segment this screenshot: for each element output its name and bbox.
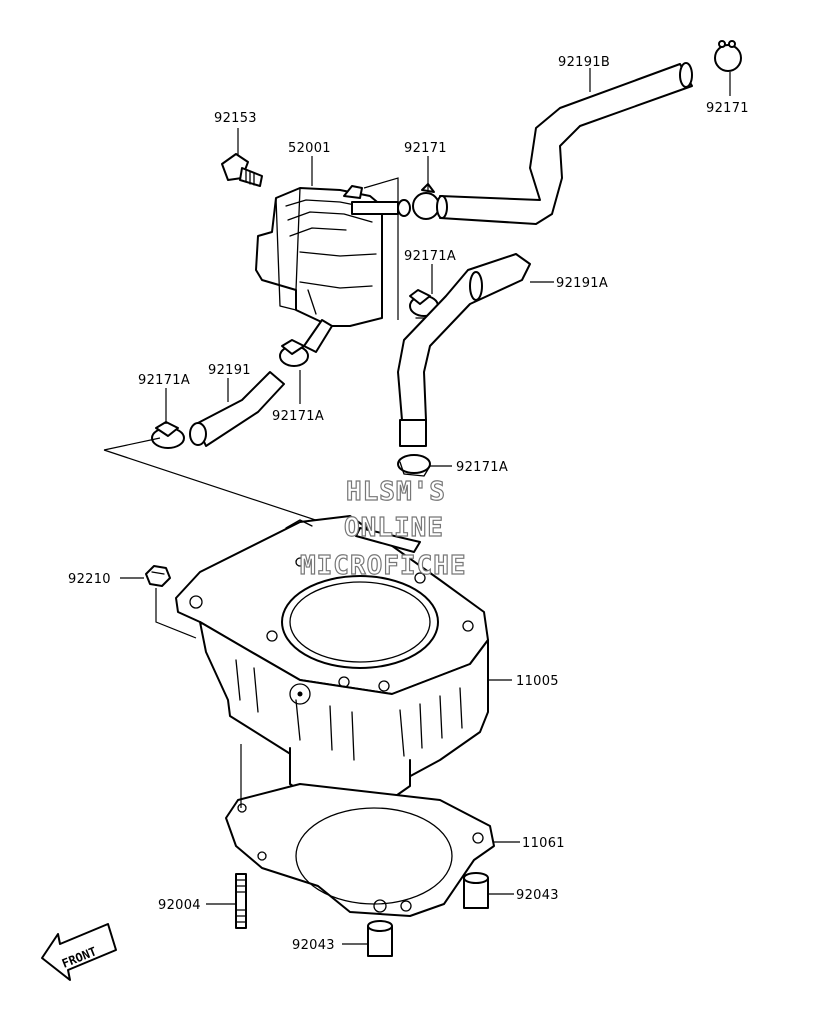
label-92191A[interactable]: 92191A [556,276,608,291]
tank-bracket-line [363,177,399,320]
front-direction-badge: FRONT [41,923,117,981]
watermark: HLSM'S ONLINE MICROFICHE [299,476,467,581]
label-92191[interactable]: 92191 [208,363,251,378]
label-92171A-left[interactable]: 92171A [138,373,190,388]
leader-lines [120,68,731,945]
cylinder-block[interactable] [175,515,489,807]
label-92043-right[interactable]: 92043 [516,888,559,903]
clamp-92171A-center[interactable] [279,339,309,367]
nut-leader [155,588,197,639]
label-92153[interactable]: 92153 [214,111,257,126]
label-92171-mid[interactable]: 92171 [404,141,447,156]
dowel-92043-right[interactable] [463,872,489,909]
label-92210[interactable]: 92210 [68,572,111,587]
hose-92191B[interactable] [436,62,693,225]
stud-92004[interactable] [235,873,247,929]
watermark-line-3: MICROFICHE [300,551,467,581]
clamp-92171-top[interactable] [714,40,742,72]
watermark-line-2: ONLINE [344,513,444,543]
label-92191B[interactable]: 92191B [558,55,610,70]
clamp-92171A-left[interactable] [151,421,185,449]
clamp-92171A-right[interactable] [397,454,431,477]
hose-92191[interactable] [189,371,285,447]
hose-92191A[interactable] [397,253,531,447]
clamp-92171-mid[interactable] [412,183,440,220]
label-11061[interactable]: 11061 [522,836,565,851]
front-arrow-icon [41,923,117,981]
label-92171A-right[interactable]: 92171A [456,460,508,475]
cylinder-gasket[interactable] [225,783,495,917]
reservoir-tank[interactable] [255,185,411,353]
bolt-92153[interactable] [221,153,263,187]
label-11005[interactable]: 11005 [516,674,559,689]
label-92004[interactable]: 92004 [158,898,201,913]
label-52001[interactable]: 52001 [288,141,331,156]
nut-92210[interactable] [145,565,171,587]
dowel-92043-bottom[interactable] [367,920,393,957]
label-92171A-center[interactable]: 92171A [272,409,324,424]
watermark-line-1: HLSM'S [346,477,446,507]
label-92171-top[interactable]: 92171 [706,101,749,116]
label-92043-bottom[interactable]: 92043 [292,938,335,953]
label-92171A-upper[interactable]: 92171A [404,249,456,264]
